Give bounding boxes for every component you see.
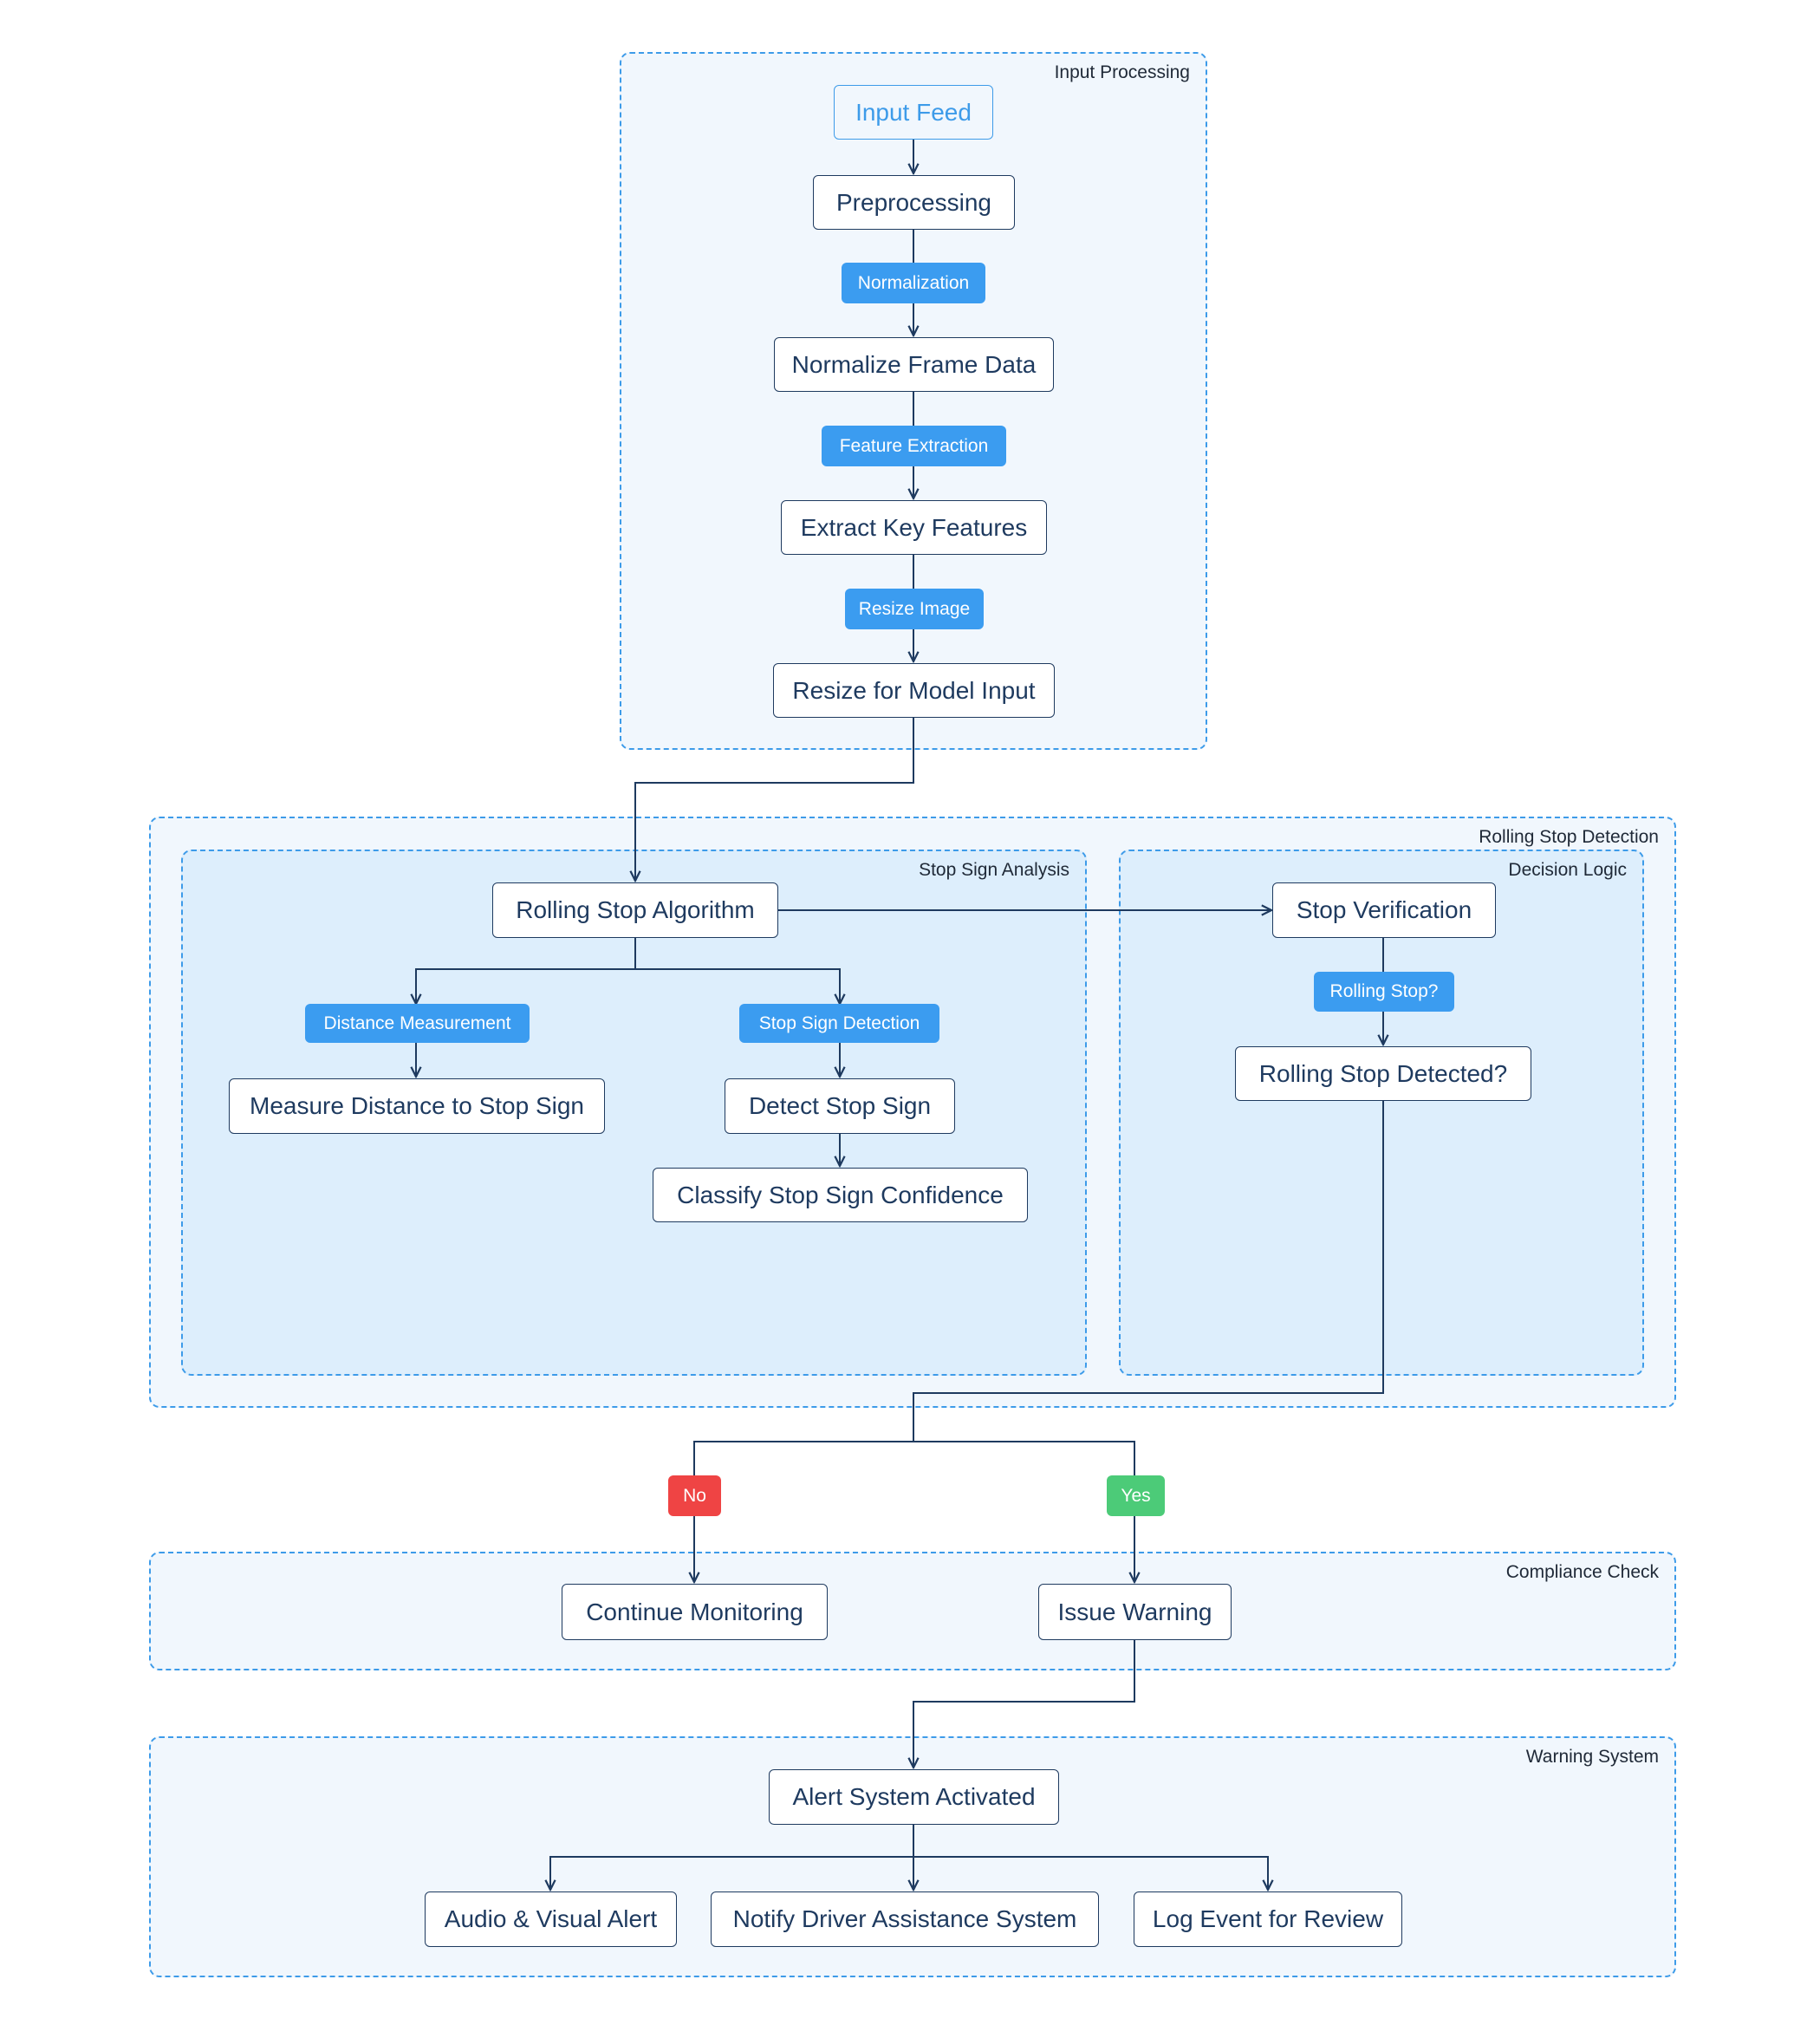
node-input-feed[interactable]: Input Feed	[834, 85, 993, 140]
edge-resize-to-algorithm	[635, 718, 914, 881]
node-extract-key-features[interactable]: Extract Key Features	[781, 500, 1047, 555]
edge-label-distance-measurement: Distance Measurement	[305, 1004, 530, 1043]
node-normalize-frame-data[interactable]: Normalize Frame Data	[774, 337, 1054, 392]
edge-label-resize-image: Resize Image	[845, 589, 984, 629]
node-notify-driver-assistance[interactable]: Notify Driver Assistance System	[711, 1892, 1099, 1947]
node-alert-system-activated[interactable]: Alert System Activated	[769, 1769, 1059, 1825]
node-classify-confidence[interactable]: Classify Stop Sign Confidence	[653, 1168, 1028, 1222]
edge-alert-to-log	[913, 1856, 1268, 1890]
edge-warning-to-alert	[913, 1640, 1135, 1768]
edge-label-normalization: Normalization	[842, 263, 985, 303]
node-rolling-stop-detected[interactable]: Rolling Stop Detected?	[1235, 1046, 1531, 1101]
group-label-rolling-stop-detection: Rolling Stop Detection	[1479, 827, 1659, 847]
edge-label-stop-sign-detection: Stop Sign Detection	[739, 1004, 939, 1043]
node-issue-warning[interactable]: Issue Warning	[1038, 1584, 1232, 1640]
group-label-input-processing: Input Processing	[1054, 62, 1190, 82]
edge-algorithm-to-detect-top	[635, 968, 840, 1004]
node-log-event[interactable]: Log Event for Review	[1134, 1892, 1402, 1947]
edge-algorithm-to-measure	[416, 938, 636, 1004]
edge-alert-to-audio	[550, 1856, 913, 1890]
node-measure-distance[interactable]: Measure Distance to Stop Sign	[229, 1078, 605, 1134]
edge-branch-yes	[913, 1441, 1134, 1582]
node-detect-stop-sign[interactable]: Detect Stop Sign	[725, 1078, 955, 1134]
node-audio-visual-alert[interactable]: Audio & Visual Alert	[425, 1892, 677, 1947]
node-continue-monitoring[interactable]: Continue Monitoring	[562, 1584, 828, 1640]
node-stop-verification[interactable]: Stop Verification	[1272, 882, 1496, 938]
group-label-decision-logic: Decision Logic	[1508, 860, 1627, 880]
group-compliance-check: Compliance Check	[149, 1552, 1676, 1670]
edge-detected-to-branch	[694, 1101, 1384, 1582]
group-label-compliance-check: Compliance Check	[1505, 1562, 1659, 1582]
edge-label-rolling-stop-q: Rolling Stop?	[1314, 972, 1454, 1012]
group-label-warning-system: Warning System	[1525, 1747, 1659, 1767]
group-decision-logic: Decision Logic	[1119, 850, 1644, 1376]
group-label-stop-sign-analysis: Stop Sign Analysis	[919, 860, 1069, 880]
edge-label-no: No	[668, 1475, 721, 1516]
node-resize-for-model-input[interactable]: Resize for Model Input	[773, 663, 1055, 718]
edge-label-feature-extraction: Feature Extraction	[822, 426, 1006, 466]
edge-label-yes: Yes	[1107, 1475, 1165, 1516]
node-preprocessing[interactable]: Preprocessing	[813, 175, 1015, 230]
node-rolling-stop-algorithm[interactable]: Rolling Stop Algorithm	[492, 882, 778, 938]
